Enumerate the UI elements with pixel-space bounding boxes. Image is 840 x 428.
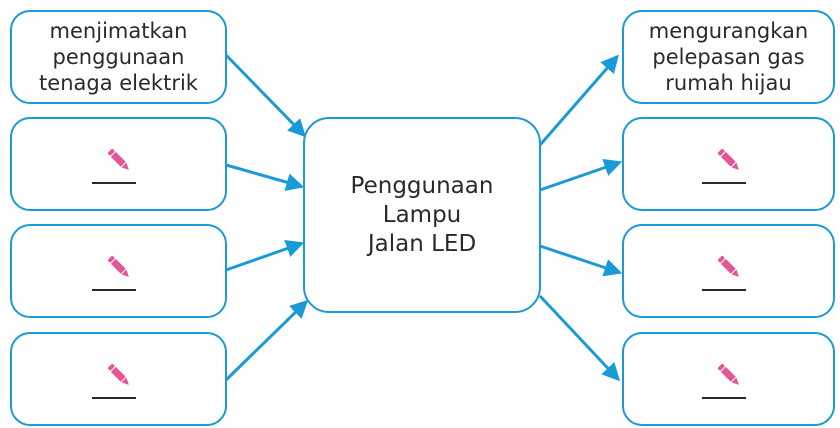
arrow-left-4 [224,299,309,382]
center-text-line-2: Lampu [382,201,462,228]
arrow-right-4 [538,294,621,382]
pencil-icon [717,148,739,170]
arrow-left-3 [225,239,305,272]
right-box-1-line-3: rumah hijau [665,71,792,95]
left-box-1-line-3: tenaga elektrik [39,71,198,95]
pencil-icon [107,255,129,277]
answer-blank-line [91,397,136,399]
pencil-icon [717,363,739,385]
pencil-icon [107,148,129,170]
answer-blank-line [701,182,746,184]
answer-blank-line [91,182,136,184]
arrow-left-1 [224,53,307,138]
right-box-2-answer-field[interactable] [622,117,835,211]
right-box-1-line-2: pelepasan gas [652,45,805,69]
right-box-1-text: mengurangkan pelepasan gas rumah hijau [649,18,808,96]
pencil-icon [717,255,739,277]
center-text-line-1: Penggunaan [350,172,494,199]
left-box-3-answer-field[interactable] [10,224,227,318]
right-box-3-answer-field[interactable] [622,224,835,318]
answer-blank-line [91,289,136,291]
answer-blank-line [701,397,746,399]
pencil-icon [107,363,129,385]
arrow-right-1 [538,54,619,146]
arrow-left-2 [225,163,305,191]
right-box-4-answer-field[interactable] [622,332,835,426]
center-box: Penggunaan Lampu Jalan LED [303,117,541,313]
left-box-1-text: menjimatkan penggunaan tenaga elektrik [39,18,198,96]
arrow-right-2 [539,158,623,192]
left-box-1: menjimatkan penggunaan tenaga elektrik [10,10,227,104]
left-box-2-answer-field[interactable] [10,117,227,211]
arrow-right-3 [539,244,623,277]
right-box-1: mengurangkan pelepasan gas rumah hijau [622,10,835,104]
left-box-1-line-2: penggunaan [52,45,185,69]
left-box-4-answer-field[interactable] [10,332,227,426]
center-text-line-3: Jalan LED [367,230,477,257]
center-text: Penggunaan Lampu Jalan LED [351,172,494,259]
right-box-1-line-1: mengurangkan [648,19,809,43]
answer-blank-line [701,289,746,291]
left-box-1-line-1: menjimatkan [49,19,188,43]
